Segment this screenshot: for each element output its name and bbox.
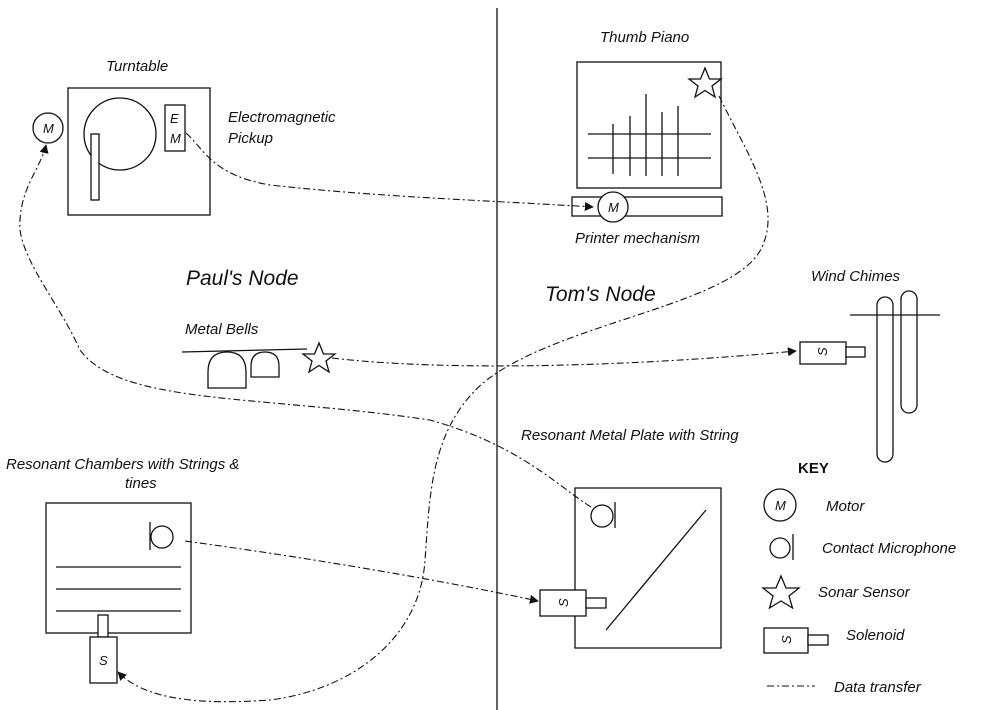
solenoid-plunger [845,346,866,358]
connection-chambers-mic-to-plate-solenoid [184,540,539,604]
resonant-chambers-solenoid: S [89,614,118,684]
wind-chimes-solenoid: S [799,341,866,365]
connection-bells-to-wind-chimes [331,347,797,367]
connection-thumb-piano-to-chambers [117,95,769,703]
resonant-metal-plate: Resonant Metal Plate with String S [521,427,739,649]
printer-motor [597,191,629,223]
thumb-piano: Thumb Piano [576,29,723,189]
em-letter-m: M [170,131,181,146]
resonant-chambers: Resonant Chambers with Strings & tines S [6,456,239,684]
sonar-sensor-icon [687,66,723,99]
plate-string [605,509,707,631]
legend-motor-icon [763,488,797,522]
legend-title: KEY [798,460,829,477]
legend-label-motor: Motor [826,498,865,515]
chime-tube [900,290,918,414]
sonar-sensor-icon [301,341,337,374]
legend-label-data-transfer: Data transfer [834,679,922,696]
turntable-platter [83,97,157,171]
motor-letter: M [43,121,54,136]
plate-solenoid: S [539,589,607,617]
wind-chimes: Wind Chimes S [799,268,940,463]
legend-solenoid-plunger [807,634,829,646]
turntable-label: Turntable [106,58,168,75]
legend-label-sonar-sensor: Sonar Sensor [818,584,911,601]
pickup-label-2: Pickup [228,130,273,147]
solenoid-plunger [97,614,109,638]
solenoid-letter: S [99,653,108,668]
bell-bar [181,348,308,353]
legend-label-contact-microphone: Contact Microphone [822,540,956,557]
pickup-label: Electromagnetic [228,109,336,126]
solenoid-body [89,636,118,684]
electromagnetic-pickup [164,104,186,152]
metal-bells: Metal Bells [181,321,337,389]
toms-node-label: Tom's Node [545,283,656,306]
contact-microphone-icon [150,525,174,549]
solenoid-plunger [585,597,607,609]
legend-label-solenoid: Solenoid [846,627,905,644]
printer-rail [571,196,723,217]
solenoid-letter: S [556,598,571,607]
turntable: Turntable E M Electromagnetic Pickup M [32,58,336,216]
legend-contact-microphone-icon [769,537,791,559]
connection-pickup-to-printer [185,132,594,211]
bell [207,351,247,389]
connections [19,95,797,703]
thumb-piano-label: Thumb Piano [600,29,689,46]
printer-mechanism-label: Printer mechanism [575,230,700,247]
solenoid-letter: S [815,347,830,356]
printer-mechanism: M Printer mechanism [571,191,723,247]
bell [250,351,280,378]
plate-contact-microphone [590,502,616,528]
legend-solenoid-body [763,627,809,654]
resonant-chambers-label-2: tines [125,475,157,492]
wind-chimes-label: Wind Chimes [811,268,901,285]
solenoid-letter: S [779,635,794,644]
turntable-motor: M [32,112,64,144]
legend-sonar-sensor-icon [761,574,801,610]
motor-letter: M [775,498,786,513]
resonant-chambers-label: Resonant Chambers with Strings & [6,456,239,473]
em-letter-e: E [170,111,179,126]
resonant-chambers-box [45,502,192,634]
tonearm [90,133,100,201]
connection-plate-mic-to-turntable-motor [19,144,592,508]
motor-icon [32,112,64,144]
metal-bells-label: Metal Bells [185,321,259,338]
chambers-contact-microphone [149,522,174,550]
contact-microphone-icon [590,504,614,528]
resonant-plate-label: Resonant Metal Plate with String [521,427,739,444]
chime-tube [876,296,894,463]
pauls-node-label: Paul's Node [186,267,299,290]
motor-letter: M [608,200,619,215]
legend: KEY M Motor Contact Microphone Sonar Sen… [761,460,956,696]
